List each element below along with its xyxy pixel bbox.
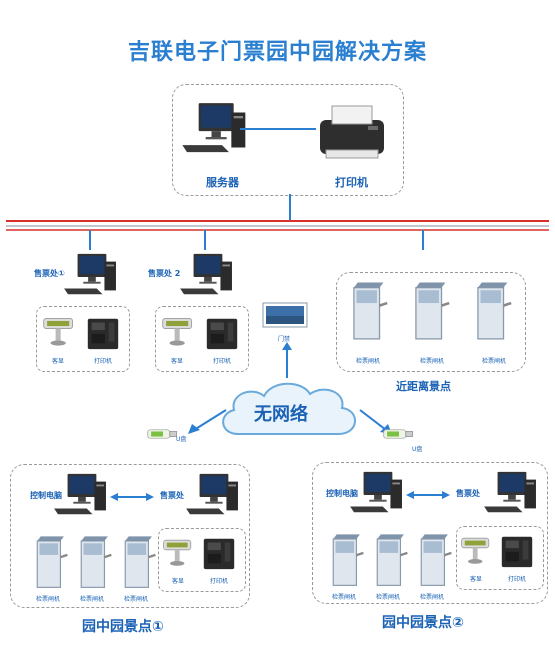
garden-1-gate-3-label: 检票闸机 <box>124 596 149 603</box>
garden-2-gate-2-label: 检票闸机 <box>376 594 401 601</box>
ticket-office-2-label: 售票处 2 <box>148 269 181 278</box>
server-printer-link <box>240 128 316 130</box>
u-disk-right-icon <box>382 424 416 444</box>
garden-1-label: 园中园景点① <box>82 619 164 635</box>
printer-label: 打印机 <box>335 176 368 189</box>
garden-2-control-pc-icon <box>348 470 406 518</box>
garden-2-label: 园中园景点② <box>382 615 464 631</box>
ticket-printer-1-label: 打印机 <box>94 358 113 365</box>
garden-2-gate-1-label: 检票闸机 <box>332 594 357 601</box>
customer-display-2-label: 客显 <box>171 358 184 365</box>
garden-1-gate-1-icon <box>30 534 70 592</box>
garden-2-printer-icon <box>498 530 536 570</box>
ticket-printer-2-icon <box>203 312 241 352</box>
nearby-gate-2-icon <box>408 280 452 344</box>
garden-1-ticket-office-label: 售票处 <box>160 491 184 500</box>
garden-2-link-arrow <box>406 491 450 499</box>
nearby-gate-1-icon <box>346 280 390 344</box>
customer-display-2-icon <box>161 314 195 350</box>
customer-display-1-label: 客显 <box>52 358 65 365</box>
gate-monitor-label: 门禁 <box>278 336 291 343</box>
garden-2-display-label: 客显 <box>470 576 483 583</box>
garden-1-control-pc-icon <box>52 472 110 520</box>
garden-1-display-icon <box>162 536 194 570</box>
garden-1-control-pc-label: 控制电脑 <box>30 491 62 500</box>
garden-2-gate-3-icon <box>414 532 454 590</box>
u-disk-left-label: U盘 <box>176 436 187 443</box>
server-label: 服务器 <box>206 176 239 189</box>
ticket-office-1-label: 售票处① <box>34 269 65 278</box>
garden-2-control-pc-label: 控制电脑 <box>326 489 358 498</box>
garden-1-gate-2-label: 检票闸机 <box>80 596 105 603</box>
garden-2-ticket-office-label: 售票处 <box>456 489 480 498</box>
ticket-office-1-pc-icon <box>62 252 120 300</box>
garden-2-gate-2-icon <box>370 532 410 590</box>
garden-1-display-label: 客显 <box>172 578 185 585</box>
u-disk-right-label: U盘 <box>412 446 423 453</box>
garden-1-ticket-pc-icon <box>184 472 242 520</box>
customer-display-1-icon <box>42 314 76 350</box>
garden-1-gate-3-icon <box>118 534 158 592</box>
cloud-arrows <box>188 409 392 434</box>
page-title: 吉联电子门票园中园解决方案 <box>127 40 427 65</box>
gate-monitor-icon <box>262 302 308 328</box>
nearby-gate-3-label: 检票闸机 <box>482 358 507 365</box>
nearby-gate-2-label: 检票闸机 <box>420 358 445 365</box>
u-disk-left-icon <box>146 424 180 444</box>
wireless-cloud-icon <box>222 382 356 435</box>
garden-1-printer-icon <box>200 532 238 572</box>
garden-2-display-icon <box>460 534 492 568</box>
network-bus <box>6 194 549 250</box>
garden-1-gate-1-label: 检票闸机 <box>36 596 61 603</box>
printer-icon <box>320 105 384 159</box>
ticket-printer-1-icon <box>84 312 122 352</box>
nearby-gate-3-icon <box>470 280 514 344</box>
garden-2-gate-3-label: 检票闸机 <box>420 594 445 601</box>
garden-2-ticket-pc-icon <box>482 470 540 518</box>
garden-1-printer-label: 打印机 <box>210 578 229 585</box>
wireless-label: 无网络 <box>254 404 308 425</box>
ticket-printer-2-label: 打印机 <box>213 358 232 365</box>
cloud-to-gate-arrow <box>282 342 292 378</box>
nearby-gate-1-label: 检票闸机 <box>356 358 381 365</box>
garden-1-gate-2-icon <box>74 534 114 592</box>
garden-2-printer-label: 打印机 <box>508 576 527 583</box>
garden-2-gate-1-icon <box>326 532 366 590</box>
ticket-office-2-pc-icon <box>178 252 236 300</box>
garden-1-link-arrow <box>110 493 154 501</box>
nearby-spot-label: 近距离景点 <box>396 380 451 393</box>
